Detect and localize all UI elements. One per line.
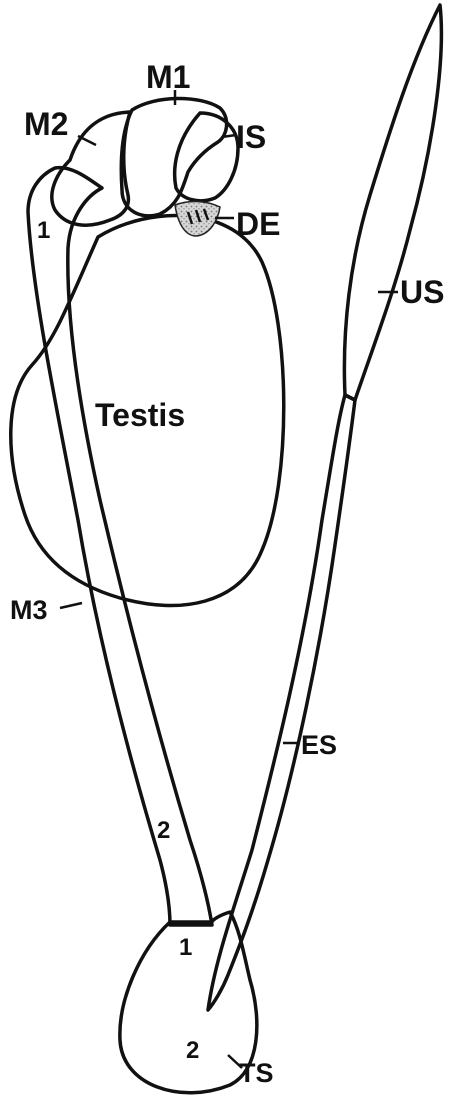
label-m3: M3: [10, 595, 48, 625]
label-us: US: [400, 274, 444, 310]
label-m2: M2: [24, 106, 68, 142]
label-testis: Testis: [95, 397, 185, 433]
label-de: DE: [236, 206, 280, 242]
label-is: IS: [236, 119, 266, 155]
numeral-duct-2: 2: [157, 817, 170, 844]
label-m1: M1: [146, 59, 190, 95]
de-segment: [175, 201, 220, 236]
numeral-duct-1: 1: [37, 217, 50, 244]
numeral-ts-1: 1: [179, 934, 192, 961]
label-es: ES: [301, 730, 337, 760]
epididymal-duct: [28, 168, 212, 925]
label-ts: TS: [239, 1058, 274, 1088]
es-stalk: [208, 395, 355, 1010]
ts-highlight: [193, 956, 199, 968]
numeral-ts-2: 2: [186, 1037, 199, 1064]
us-segment: [344, 5, 441, 400]
